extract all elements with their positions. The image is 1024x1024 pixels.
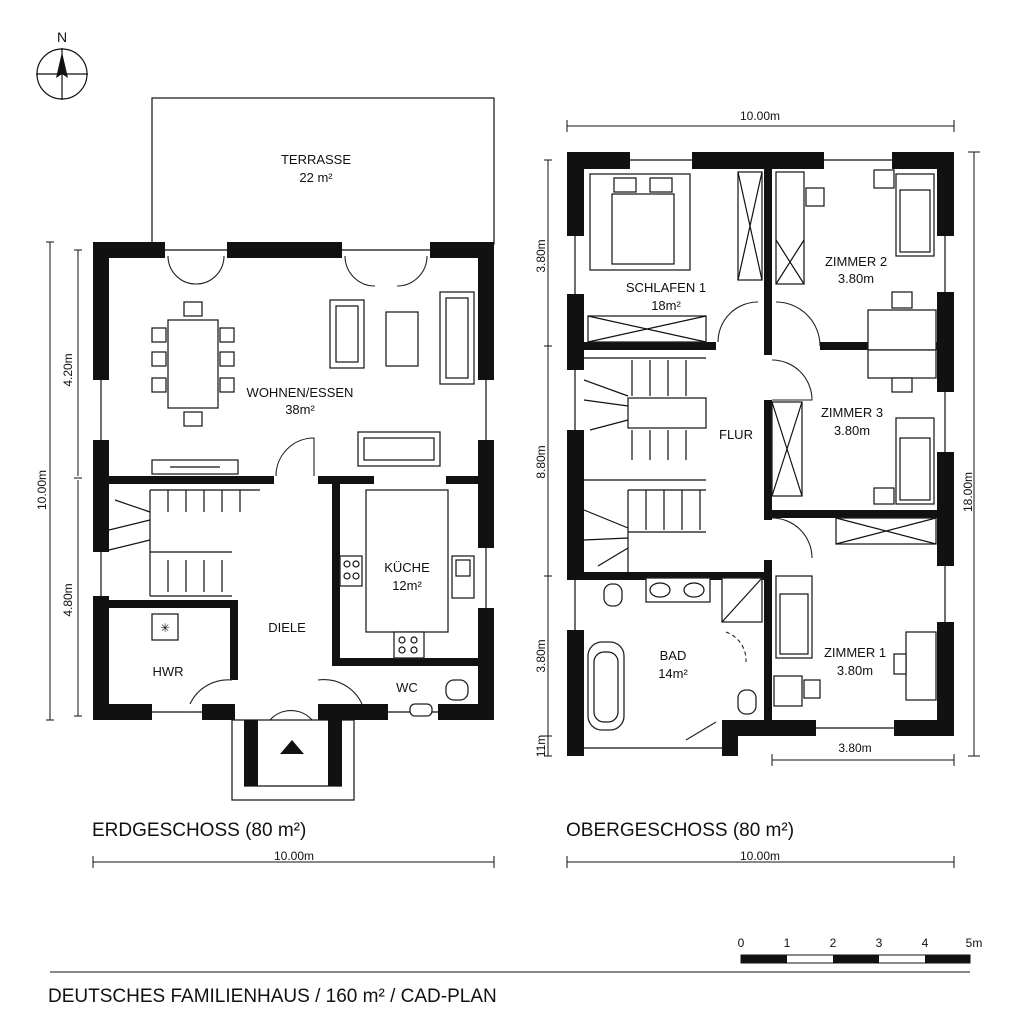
uf-bottom-right-dim: 3.80m <box>838 741 871 755</box>
gf-width-dim: 10.00m <box>274 849 314 863</box>
bedroom1-area: 18m² <box>651 298 681 313</box>
scale-label-2: 2 <box>830 936 837 950</box>
upper-floor-dimensions <box>544 120 980 868</box>
scale-label-1: 1 <box>784 936 791 950</box>
uf-side-dim-4: 11m <box>534 735 548 757</box>
bath-name: BAD <box>660 648 687 663</box>
uf-bottom-dim: 10.00m <box>740 849 780 863</box>
uf-height-dim: 18.00m <box>961 472 975 512</box>
uf-side-dim-3: 3.80m <box>534 639 548 672</box>
gf-height-dim: 10.00m <box>35 470 49 510</box>
upper-hall-name: FLUR <box>719 427 753 442</box>
kitchen-area: 12m² <box>392 578 422 593</box>
ground-floor-title: ERDGESCHOSS (80 m²) <box>92 820 306 841</box>
gf-upper-dim: 4.20m <box>61 353 75 386</box>
utility-name: HWR <box>152 664 183 679</box>
scale-label-5: 5m <box>966 936 983 950</box>
wc-name: WC <box>396 680 418 695</box>
north-arrow-icon <box>36 48 88 100</box>
room1-area: 3.80m <box>837 663 873 678</box>
scale-bar <box>740 954 971 964</box>
north-label: N <box>57 29 67 45</box>
hall-name: DIELE <box>268 620 306 635</box>
svg-text:✳: ✳ <box>160 621 170 635</box>
upper-floor-title: OBERGESCHOSS (80 m²) <box>566 820 794 841</box>
uf-width-dim: 10.00m <box>740 109 780 123</box>
scale-label-3: 3 <box>876 936 883 950</box>
living-name: WOHNEN/ESSEN <box>247 385 354 400</box>
bath-area: 14m² <box>658 666 688 681</box>
terrace-name: TERRASSE <box>281 152 351 167</box>
bedroom1-name: SCHLAFEN 1 <box>626 280 706 295</box>
room1-name: ZIMMER 1 <box>824 645 886 660</box>
living-area: 38m² <box>285 402 315 417</box>
room3-area: 3.80m <box>834 423 870 438</box>
upper-floor-plan <box>567 152 954 756</box>
scale-label-0: 0 <box>738 936 745 950</box>
kitchen-name: KÜCHE <box>384 560 430 575</box>
terrace-area: 22 m² <box>299 170 333 185</box>
room2-area: 3.80m <box>838 271 874 286</box>
scale-label-4: 4 <box>922 936 929 950</box>
ground-floor-dimensions <box>46 241 495 868</box>
uf-side-dim-1: 3.80m <box>534 239 548 272</box>
footer-title: DEUTSCHES FAMILIENHAUS / 160 m² / CAD-PL… <box>48 986 497 1007</box>
ground-floor-plan: ✳ <box>93 97 495 801</box>
uf-side-dim-2: 8.80m <box>534 445 548 478</box>
room3-name: ZIMMER 3 <box>821 405 883 420</box>
gf-lower-dim: 4.80m <box>61 583 75 616</box>
room2-name: ZIMMER 2 <box>825 254 887 269</box>
